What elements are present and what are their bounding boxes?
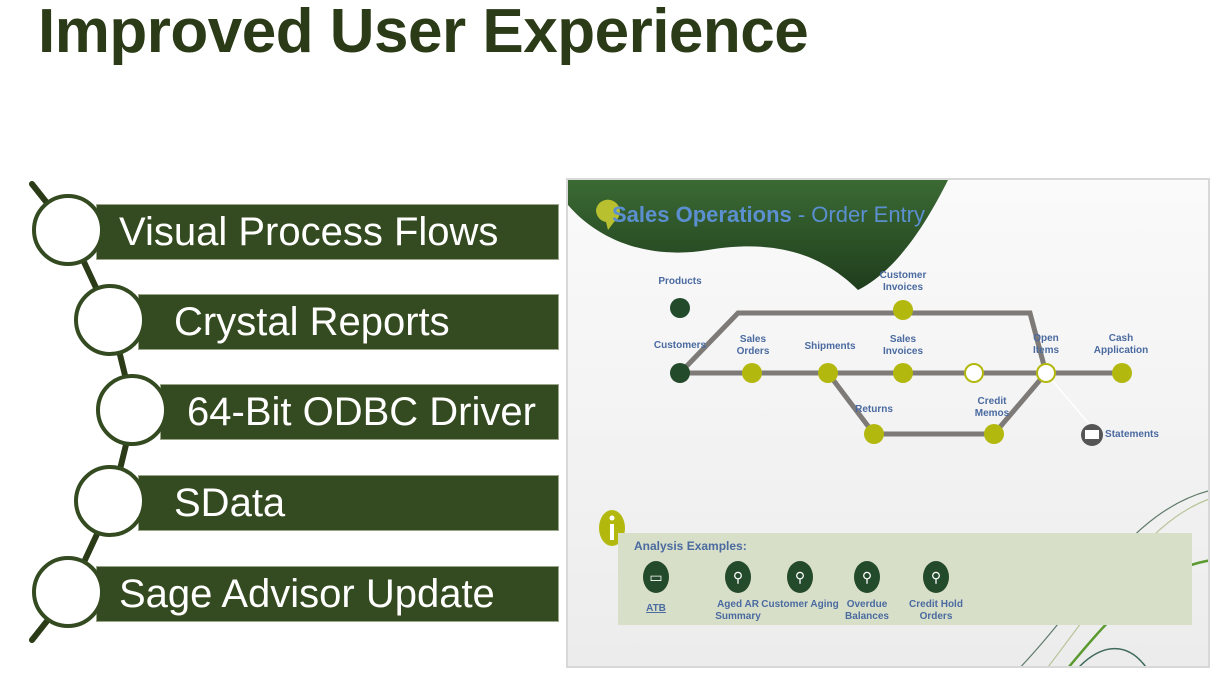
feature-bar-sage-advisor: Sage Advisor Update [96, 566, 559, 622]
feature-label: Visual Process Flows [119, 210, 499, 254]
analysis-label[interactable]: Customer Aging [761, 599, 839, 610]
node-sales-orders [742, 363, 762, 383]
header-swoosh [568, 180, 948, 290]
feature-bullet-circle [32, 194, 104, 266]
feature-bar-crystal-reports: Crystal Reports [138, 294, 559, 350]
node-returns [864, 424, 884, 444]
feature-label: 64-Bit ODBC Driver [187, 390, 536, 434]
analysis-item-customer-aging[interactable]: ⚲ Customer Aging [760, 561, 840, 611]
node-customer-invoices [893, 300, 913, 320]
sales-operations-screenshot: Sales Operations - Order Entry Products … [566, 178, 1210, 668]
screen-header: Sales Operations - Order Entry [612, 202, 925, 228]
printer-icon [1081, 424, 1103, 446]
feature-bar-sdata: SData [138, 475, 559, 531]
label-cash-application[interactable]: Cash Application [1093, 333, 1149, 356]
label-statements[interactable]: Statements [1105, 429, 1159, 440]
header-title: Sales Operations [612, 202, 792, 227]
slide-title: Improved User Experience [38, 0, 809, 66]
label-open-items[interactable]: Open Items [1032, 333, 1060, 356]
analysis-item-atb[interactable]: ▭ ATB [616, 561, 696, 615]
analysis-label[interactable]: Credit Hold Orders [909, 599, 963, 622]
label-customers[interactable]: Customers [653, 340, 707, 351]
magnifier-icon: ⚲ [787, 561, 813, 593]
node-shipments [818, 363, 838, 383]
node-pending [964, 363, 984, 383]
label-sales-invoices[interactable]: Sales Invoices [883, 334, 924, 357]
node-customers [670, 363, 690, 383]
label-sales-orders[interactable]: Sales Orders [736, 334, 770, 357]
magnifier-icon: ⚲ [725, 561, 751, 593]
feature-bullet-circle [96, 374, 168, 446]
label-credit-memos[interactable]: Credit Memos [974, 396, 1010, 419]
process-flow-diagram [568, 180, 1208, 666]
feature-bullet-circle [74, 284, 146, 356]
feature-bullet-circle [74, 465, 146, 537]
analysis-item-credit-hold-orders[interactable]: ⚲ Credit Hold Orders [896, 561, 976, 623]
node-products [670, 298, 690, 318]
feature-label: Crystal Reports [174, 300, 450, 344]
feature-bullet-circle [32, 556, 104, 628]
node-sales-invoices [893, 363, 913, 383]
node-cash-application [1112, 363, 1132, 383]
analysis-item-overdue-balances[interactable]: ⚲ Overdue Balances [827, 561, 907, 623]
feature-bar-visual-process-flows: Visual Process Flows [96, 204, 559, 260]
analysis-item-aged-ar-summary[interactable]: ⚲ Aged AR Summary [698, 561, 778, 623]
analysis-title: Analysis Examples: [634, 539, 747, 553]
label-shipments[interactable]: Shipments [804, 341, 856, 352]
feature-bar-64bit-odbc: 64-Bit ODBC Driver [160, 384, 559, 440]
feature-label: SData [174, 481, 286, 525]
printer-icon: ▭ [643, 561, 669, 593]
label-returns[interactable]: Returns [855, 404, 893, 415]
analysis-label[interactable]: Overdue Balances [845, 599, 889, 622]
label-products[interactable]: Products [658, 276, 702, 287]
feature-label: Sage Advisor Update [119, 572, 495, 616]
header-subtitle: - Order Entry [791, 202, 925, 227]
analysis-label[interactable]: Aged AR Summary [715, 599, 761, 622]
node-open-items [1036, 363, 1056, 383]
label-customer-invoices[interactable]: Customer Invoices [879, 270, 927, 293]
magnifier-icon: ⚲ [854, 561, 880, 593]
analysis-link[interactable]: ATB [646, 603, 666, 614]
magnifier-icon: ⚲ [923, 561, 949, 593]
node-credit-memos [984, 424, 1004, 444]
header-leaf-icon [595, 199, 620, 230]
analysis-panel: Analysis Examples: ▭ ATB ⚲ Aged AR Summa… [618, 533, 1192, 625]
